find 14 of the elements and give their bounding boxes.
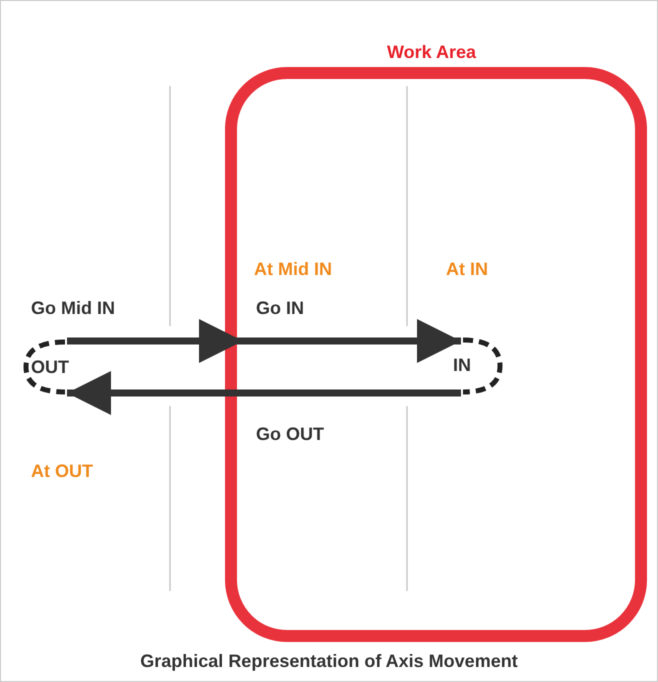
edge-label: Go IN bbox=[256, 298, 304, 319]
position-label: At Mid IN bbox=[254, 259, 332, 280]
edge-label: Go OUT bbox=[256, 424, 324, 445]
area-title: Work Area bbox=[387, 42, 476, 63]
position-label: At IN bbox=[446, 259, 488, 280]
end-position-marker bbox=[23, 339, 67, 395]
caption: Graphical Representation of Axis Movement bbox=[139, 651, 519, 672]
arrow bbox=[67, 371, 461, 415]
arrow bbox=[243, 319, 461, 363]
position-label: OUT bbox=[31, 357, 69, 378]
edge-label: Go Mid IN bbox=[31, 298, 115, 319]
position-label: At OUT bbox=[31, 461, 93, 482]
arrow bbox=[67, 319, 243, 363]
position-label: IN bbox=[453, 355, 471, 376]
